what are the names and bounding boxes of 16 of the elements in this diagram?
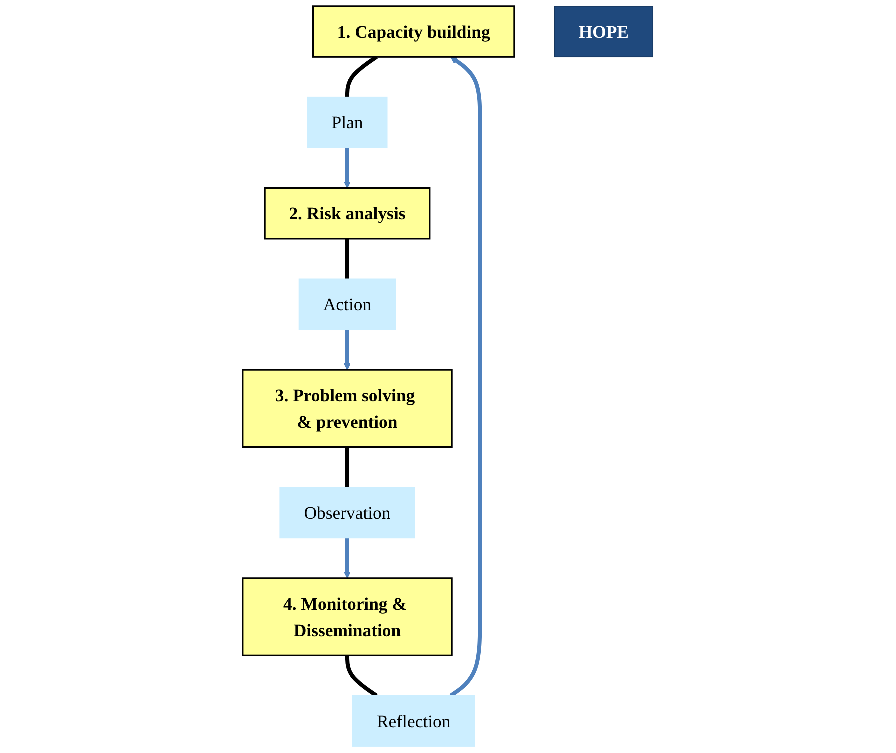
connector	[345, 238, 350, 280]
node-box: 2. Risk analysis	[264, 187, 431, 240]
node-box: Observation	[280, 487, 416, 539]
node-box: Reflection	[352, 695, 476, 747]
connector	[345, 447, 350, 488]
node-box: Plan	[307, 96, 388, 148]
arrow	[344, 538, 352, 579]
arrow	[344, 330, 352, 370]
node-box: 4. Monitoring & Dissemination	[242, 578, 453, 656]
node-box: 3. Problem solving & prevention	[242, 369, 453, 448]
connector	[345, 656, 378, 698]
node-box: Action	[298, 278, 396, 330]
node-box: 1. Capacity building	[312, 6, 516, 58]
arrow	[450, 56, 482, 698]
node-box: HOPE	[554, 6, 654, 58]
arrow	[344, 148, 352, 189]
